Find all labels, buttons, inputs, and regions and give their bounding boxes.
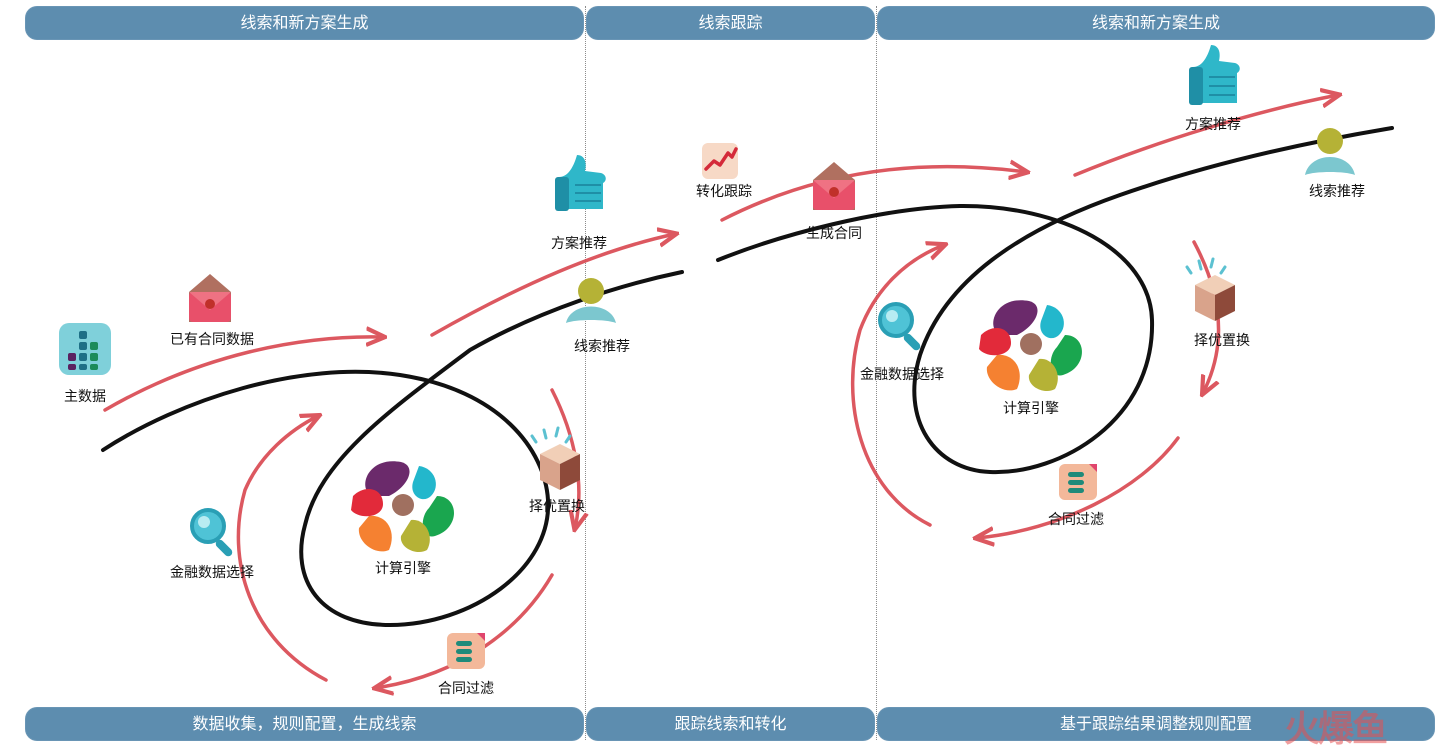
bottom-banner-left: 数据收集，规则配置，生成线索: [25, 707, 584, 741]
person-icon: [566, 278, 616, 323]
label-compute-engine-right: 计算引擎: [1003, 401, 1059, 417]
envelope-icon: [189, 274, 231, 322]
label-compute-engine-left: 计算引擎: [375, 561, 431, 577]
list-card-icon: [447, 633, 485, 669]
magnifier-icon: [878, 302, 921, 351]
top-banner-middle: 线索跟踪: [586, 6, 875, 40]
middle-spiral: [716, 204, 962, 262]
label-financial-selection-right: 金融数据选择: [860, 367, 944, 383]
label-optimal-replace-right: 择优置换: [1194, 333, 1250, 349]
label-plan-recommend-left: 方案推荐: [551, 236, 607, 252]
divider-right: [876, 6, 877, 740]
label-plan-recommend-right: 方案推荐: [1185, 117, 1241, 133]
bottom-banner-middle: 跟踪线索和转化: [586, 707, 875, 741]
label-generate-contract: 生成合同: [806, 226, 862, 242]
label-lead-recommend-right: 线索推荐: [1309, 184, 1365, 200]
label-contract-filter-right: 合同过滤: [1048, 512, 1104, 528]
cube-icon: [530, 426, 580, 490]
divider-left: [585, 6, 586, 740]
bottom-banner-right: 基于跟踪结果调整规则配置: [877, 707, 1435, 741]
label-master-data: 主数据: [64, 389, 106, 405]
person-icon: [1305, 128, 1355, 175]
label-existing-contracts: 已有合同数据: [170, 332, 254, 348]
right-arrows: [850, 95, 1338, 538]
envelope-icon: [813, 162, 855, 210]
label-conversion-tracking: 转化跟踪: [696, 184, 752, 200]
label-contract-filter-left: 合同过滤: [438, 681, 494, 697]
thumbs-up-icon: [555, 155, 606, 211]
magnifier-icon: [190, 508, 233, 557]
list-card-icon: [1059, 464, 1097, 500]
top-banner-right: 线索和新方案生成: [877, 6, 1435, 40]
label-lead-recommend-left: 线索推荐: [574, 339, 630, 355]
thumbs-up-icon: [1189, 45, 1240, 105]
middle-arrows: [720, 167, 1026, 222]
trend-chart-icon: [702, 143, 738, 179]
bar-grid-icon: [59, 323, 111, 375]
watermark: 火爆鱼: [1284, 709, 1388, 750]
left-spiral: [101, 270, 684, 628]
top-banner-left: 线索和新方案生成: [25, 6, 584, 40]
cube-icon: [1185, 257, 1235, 321]
label-optimal-replace-left: 择优置换: [529, 499, 585, 515]
color-blob-wheel-icon: [351, 461, 454, 553]
label-financial-selection-left: 金融数据选择: [170, 565, 254, 581]
right-spiral: [912, 126, 1394, 475]
color-blob-wheel-icon: [979, 300, 1082, 392]
